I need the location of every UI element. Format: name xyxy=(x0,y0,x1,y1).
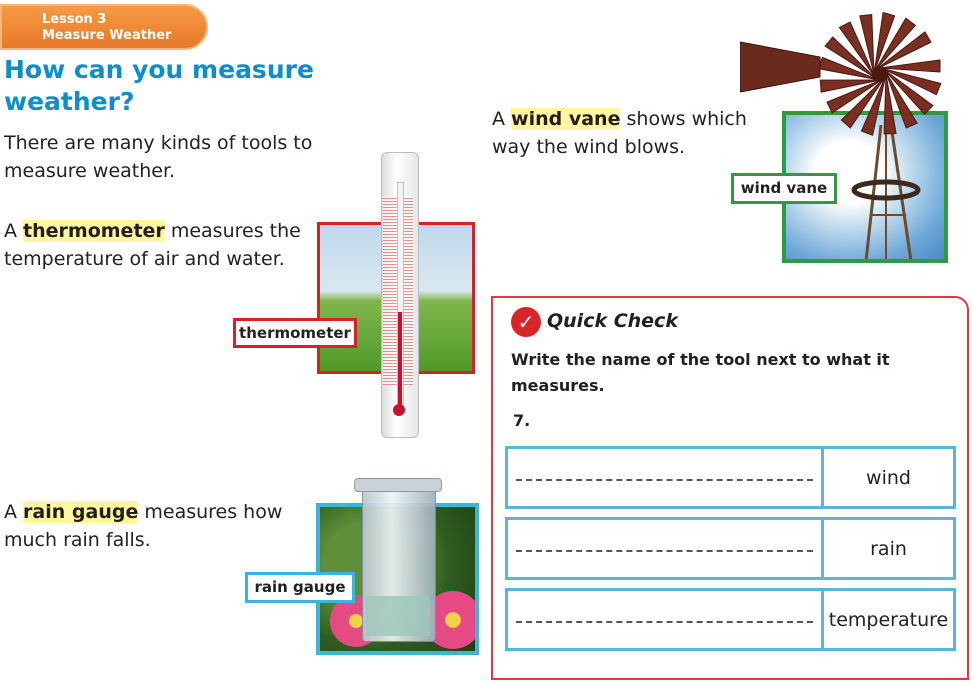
intro-text: There are many kinds of tools to measure… xyxy=(4,132,313,182)
thermometer-text-pre: A xyxy=(4,220,24,242)
answer-blank[interactable] xyxy=(508,520,824,577)
sky-photo xyxy=(782,111,948,263)
thermometer-text: A thermometer measures the temperature o… xyxy=(4,217,304,273)
wind-vane-label: wind vane xyxy=(731,173,837,204)
quick-check-title: Quick Check xyxy=(547,310,678,332)
windmill-icon xyxy=(740,11,942,136)
rain-gauge-water xyxy=(366,596,430,636)
question-number: 7. xyxy=(513,411,531,430)
answer-blank[interactable] xyxy=(508,449,824,506)
rain-gauge-funnel xyxy=(354,478,442,492)
answer-row-rain: rain xyxy=(505,517,956,580)
wind-vane-text-pre: A xyxy=(492,108,512,130)
thermometer-text-post: measures the temperature of air and wate… xyxy=(4,220,301,270)
rain-gauge-text: A rain gauge measures how much rain fall… xyxy=(4,498,294,554)
wind-vane-term: wind vane xyxy=(511,108,621,130)
wind-vane-text: A wind vane shows which way the wind blo… xyxy=(492,105,762,161)
lesson-title: Measure Weather xyxy=(42,28,172,43)
answer-row-temperature: temperature xyxy=(505,588,956,651)
rain-gauge-label: rain gauge xyxy=(245,572,355,603)
quick-check-panel xyxy=(491,296,969,680)
answer-word: rain xyxy=(870,537,907,560)
rain-gauge-text-pre: A xyxy=(4,501,24,523)
checkmark-icon: ✓ xyxy=(511,307,541,337)
answer-word: wind xyxy=(866,466,911,489)
rain-gauge-text-post: measures how much rain falls. xyxy=(4,501,283,551)
windmill-tower-icon xyxy=(851,124,921,259)
thermometer-term: thermometer xyxy=(23,220,165,242)
answer-row-wind: wind xyxy=(505,446,956,509)
wind-vane-text-post: shows which way the wind blows. xyxy=(492,108,747,158)
answer-word: temperature xyxy=(828,608,949,631)
quick-check-instructions: Write the name of the tool next to what … xyxy=(511,350,890,395)
lesson-tab: Lesson 3 Measure Weather xyxy=(0,4,208,50)
lesson-number: Lesson 3 xyxy=(42,12,107,27)
rain-gauge-term: rain gauge xyxy=(23,501,139,523)
thermometer-bulb xyxy=(393,404,405,416)
answer-blank[interactable] xyxy=(508,591,824,648)
thermometer-liquid xyxy=(398,312,402,412)
page-heading: How can you measure weather? xyxy=(4,55,314,116)
thermometer-label: thermometer xyxy=(233,318,357,348)
